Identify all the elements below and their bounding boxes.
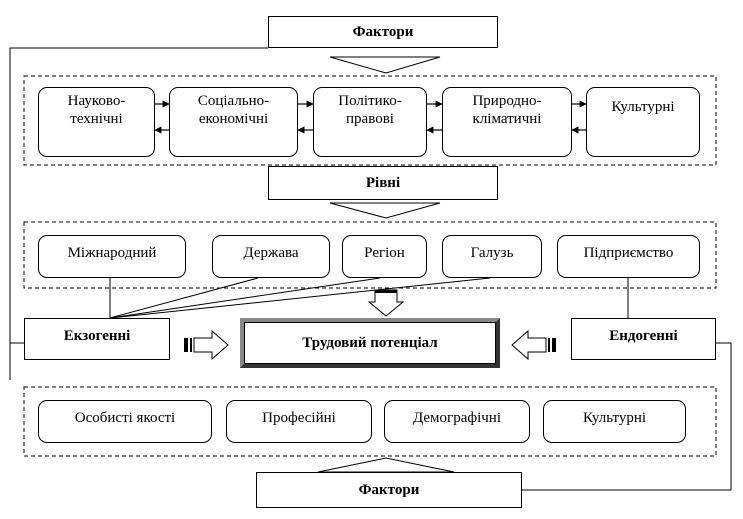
levels-down-arrow	[329, 202, 441, 219]
level-branch: Галузь	[442, 235, 542, 278]
factor-scientific-technical: Науково- технічні	[38, 87, 155, 157]
factor-arrows	[154, 100, 587, 134]
labor-potential-box: Трудовий потенціал	[240, 318, 500, 368]
link-region	[109, 277, 381, 319]
level-region: Регіон	[342, 235, 427, 278]
factors-up-arrow	[317, 457, 455, 473]
factor-socio-economic: Соціально- економічні	[169, 87, 298, 157]
small-down-arrow	[367, 289, 405, 317]
endogenous-box: Ендогенні	[571, 318, 716, 360]
factor-cultural-top: Культурні	[586, 87, 700, 157]
link-state	[109, 277, 259, 319]
exogenous-block-arrow	[184, 329, 229, 361]
factor-political-legal: Політико- правові	[313, 87, 427, 157]
level-state: Держава	[212, 235, 330, 278]
factor-professional: Професійні	[226, 400, 372, 443]
exogenous-box: Екзогенні	[24, 318, 170, 360]
top-factors-group	[23, 75, 717, 166]
level-enterprise: Підприємство	[557, 235, 700, 278]
factors-top-label: Фактори	[268, 16, 498, 48]
factor-cultural-bottom: Культурні	[543, 400, 686, 443]
left-bracket-line	[9, 47, 268, 380]
factors-bottom-label: Фактори	[256, 472, 522, 508]
level-international: Міжнародний	[38, 235, 186, 278]
link-branch	[109, 277, 491, 319]
factor-personal-qualities: Особисті якості	[38, 400, 212, 443]
right-bracket-line	[522, 342, 732, 491]
levels-label: Рівні	[268, 166, 498, 200]
factors-down-arrow	[329, 56, 441, 74]
bottom-factors-group	[23, 386, 717, 457]
factor-demographic: Демографічні	[384, 400, 530, 443]
endogenous-block-arrow	[511, 329, 556, 361]
levels-group	[23, 221, 717, 289]
factor-natural-climatic: Природно- кліматичні	[442, 87, 572, 157]
